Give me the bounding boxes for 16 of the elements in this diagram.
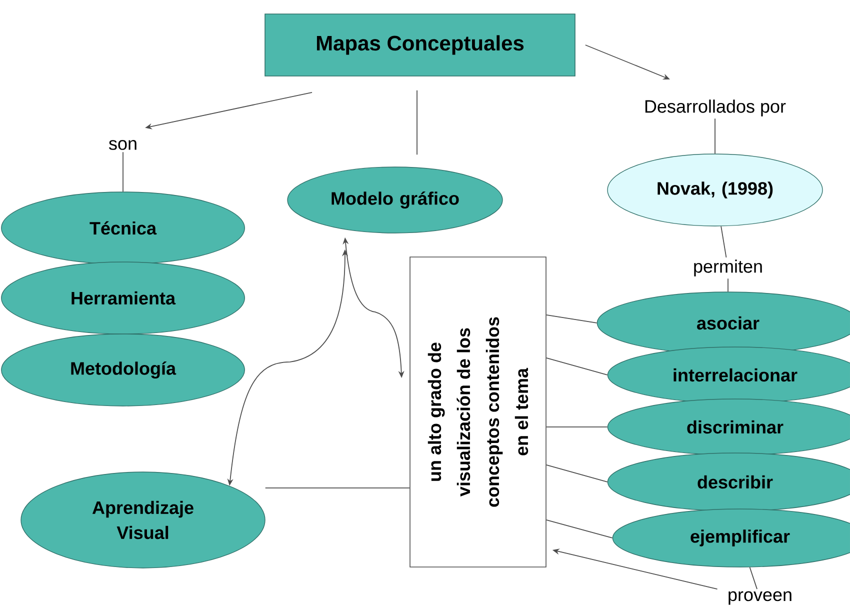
connector-line: [416, 90, 418, 156]
connector-line: [749, 566, 758, 590]
connector-line: [546, 314, 598, 324]
title-box: Mapas Conceptuales: [264, 14, 576, 76]
linking-phrase: son: [109, 140, 136, 150]
connector-line: [546, 358, 608, 376]
connector-line: [714, 118, 716, 154]
linking-phrase: Desarrollados por: [645, 100, 786, 116]
linking-phrase: proveen: [728, 591, 792, 605]
connector-line: [546, 520, 613, 538]
connector-line: [546, 464, 608, 482]
connector-line: [122, 152, 124, 192]
rotated-text-box: un alto grado de visualización de los conceptos contenidos en el tema: [410, 256, 546, 568]
connector-line: [546, 426, 608, 428]
connector-line: [720, 226, 727, 258]
linking-phrase: permiten: [694, 260, 762, 276]
